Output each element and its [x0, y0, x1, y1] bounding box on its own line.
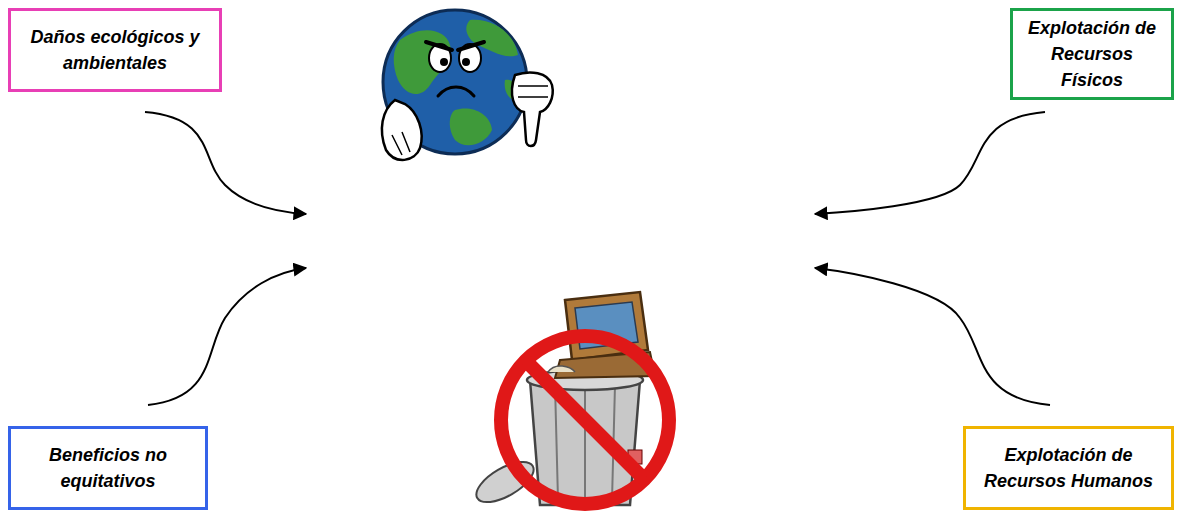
leader-arrow: [145, 112, 306, 214]
box-text: Beneficios no equitativos: [19, 442, 197, 494]
leader-arrow: [815, 268, 1050, 405]
text-box: Beneficios no equitativos: [8, 426, 208, 510]
leader-arrow: [815, 112, 1045, 214]
box-text: Daños ecológicos y ambientales: [19, 24, 211, 76]
leader-arrow: [148, 268, 306, 405]
text-box: Daños ecológicos y ambientales: [8, 8, 222, 92]
text-box: Explotación de Recursos Humanos: [963, 426, 1174, 510]
text-box: Explotación de Recursos Físicos: [1010, 8, 1174, 100]
box-text: Explotación de Recursos Físicos: [1021, 15, 1163, 93]
sad-globe: [382, 10, 553, 160]
box-text: Explotación de Recursos Humanos: [974, 442, 1163, 494]
trash-prohibited: [470, 292, 669, 510]
